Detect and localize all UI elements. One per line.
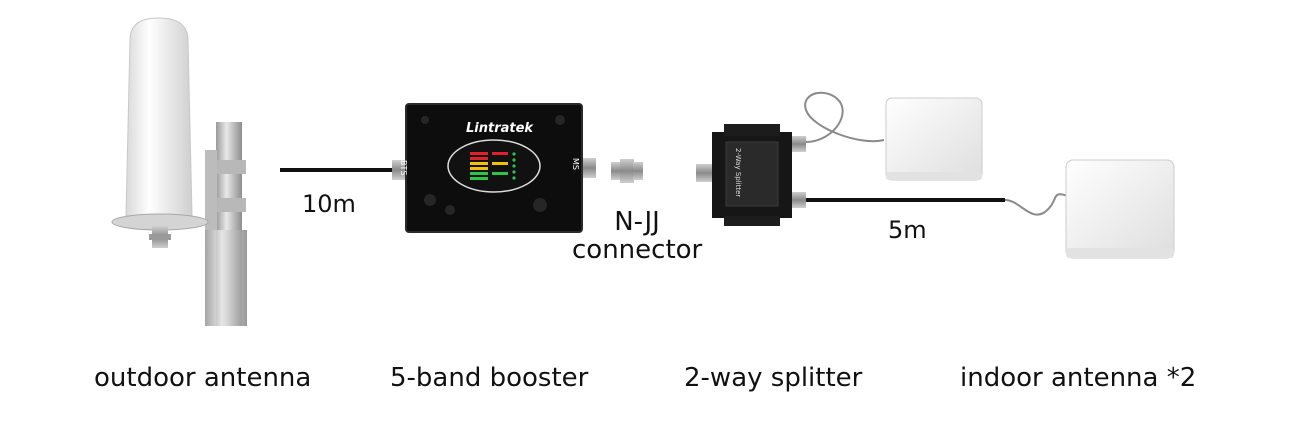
splitter-label-plate: [725, 141, 779, 207]
pole-clamp-lower: [208, 198, 246, 212]
connector-label-line1: N-JJ: [614, 207, 660, 237]
caption-outdoor-antenna: outdoor antenna: [94, 363, 312, 393]
caption-booster: 5-band booster: [390, 363, 589, 393]
mount-bracket: [205, 150, 217, 230]
led-display-ring: [447, 139, 541, 193]
cable-upper-indoor: [804, 91, 885, 143]
connector-label-line2: connector: [572, 235, 703, 265]
booster-port-bts-label: BTS: [399, 160, 408, 176]
antenna-radome: [125, 17, 193, 217]
pole-clamp-upper: [208, 160, 246, 174]
booster-port-ms: [580, 158, 596, 178]
splitter-input-port: [696, 164, 716, 182]
booster-port-bts: [392, 160, 408, 180]
connector-label: N-JJ connector: [572, 208, 702, 264]
cable-10m-label: 10m: [302, 190, 356, 218]
cable-5m-label: 5m: [888, 216, 927, 244]
nj-connector-graphic: [611, 159, 643, 183]
outdoor-antenna-graphic: [111, 17, 247, 326]
booster-port-ms-label: MS: [571, 158, 580, 170]
splitter-plate-label: 2-Way Splitter: [734, 148, 742, 198]
booster-graphic: [392, 103, 596, 233]
indoor-antenna-2-graphic: [1065, 159, 1175, 259]
caption-indoor-antenna: indoor antenna *2: [960, 363, 1197, 393]
indoor-antenna-1-graphic: [885, 97, 983, 181]
booster-brand: Lintratek: [466, 121, 534, 136]
caption-splitter: 2-way splitter: [684, 363, 863, 393]
mounting-pole-lower: [205, 230, 247, 326]
splitter-graphic: [696, 124, 806, 226]
led-bars: [470, 152, 516, 180]
